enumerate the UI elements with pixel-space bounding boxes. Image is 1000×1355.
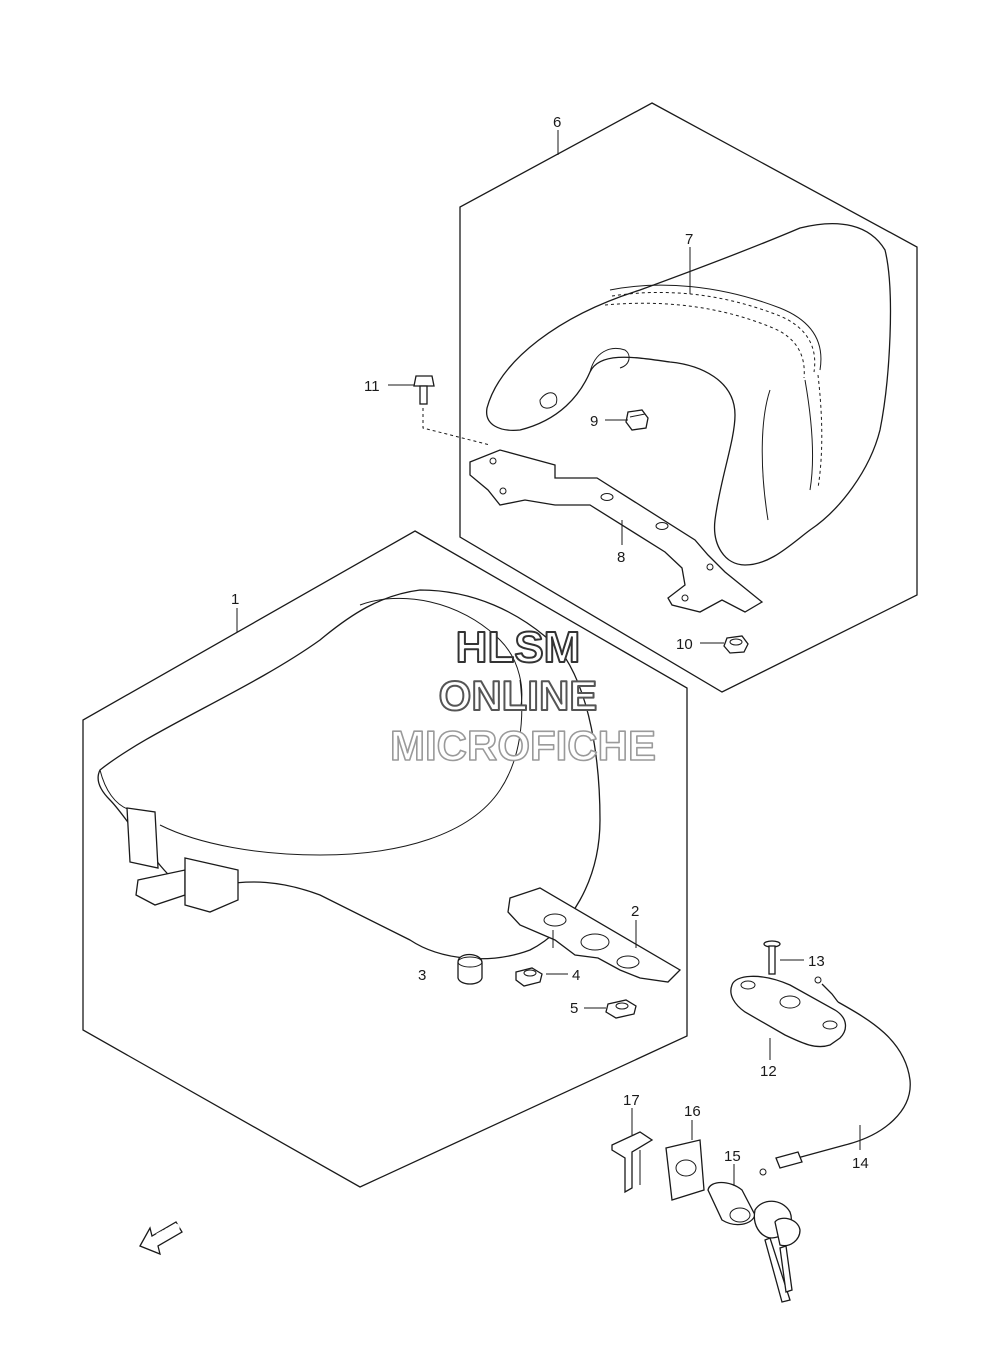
seat-lock-cable-14 (759, 976, 911, 1176)
callout-2: 2 (631, 903, 639, 920)
callout-5: 5 (570, 1000, 578, 1017)
bolt-11 (413, 375, 491, 446)
rear-seat-assembly-box (459, 102, 918, 693)
damper-3 (457, 953, 483, 985)
lock-case-12 (730, 975, 847, 1048)
callout-15: 15 (724, 1148, 741, 1165)
callout-3: 3 (418, 967, 426, 984)
cushion-4 (515, 967, 543, 987)
callout-12: 12 (760, 1063, 777, 1080)
watermark-line-1: HLSM (456, 623, 581, 672)
forward-arrow: FWD (139, 1221, 183, 1256)
nut-9 (625, 409, 649, 431)
clip-17 (611, 1131, 654, 1194)
callout-10: 10 (676, 636, 693, 653)
callout-8: 8 (617, 549, 625, 566)
watermark-line-3: MICROFICHE (390, 722, 656, 769)
screw-13 (763, 940, 781, 975)
callout-7: 7 (685, 231, 693, 248)
watermark: HLSM ONLINE MICROFICHE (389, 622, 657, 770)
callout-17: 17 (623, 1092, 640, 1109)
callout-13: 13 (808, 953, 825, 970)
rear-seat-cushion (486, 222, 892, 566)
rear-seat-bracket (469, 449, 764, 613)
callout-11: 11 (364, 378, 380, 395)
callout-4: 4 (572, 967, 580, 984)
callout-6: 6 (553, 114, 561, 131)
watermark-line-2: ONLINE (439, 672, 598, 719)
callout-14: 14 (852, 1155, 869, 1172)
lock-cylinder-15 (707, 1181, 801, 1303)
callout-labels: 1 2 3 4 5 6 7 8 9 10 11 12 13 14 15 16 1… (231, 114, 869, 1172)
cushion-10 (723, 635, 749, 654)
nut-5 (605, 999, 637, 1019)
front-seat (97, 589, 601, 960)
callout-16: 16 (684, 1103, 701, 1120)
leader-lines (236, 130, 861, 1186)
seat-plate-2 (507, 887, 682, 983)
callout-9: 9 (590, 413, 598, 430)
front-seat-assembly-box (82, 530, 688, 1188)
callout-1: 1 (231, 591, 239, 608)
holder-16 (665, 1139, 705, 1201)
